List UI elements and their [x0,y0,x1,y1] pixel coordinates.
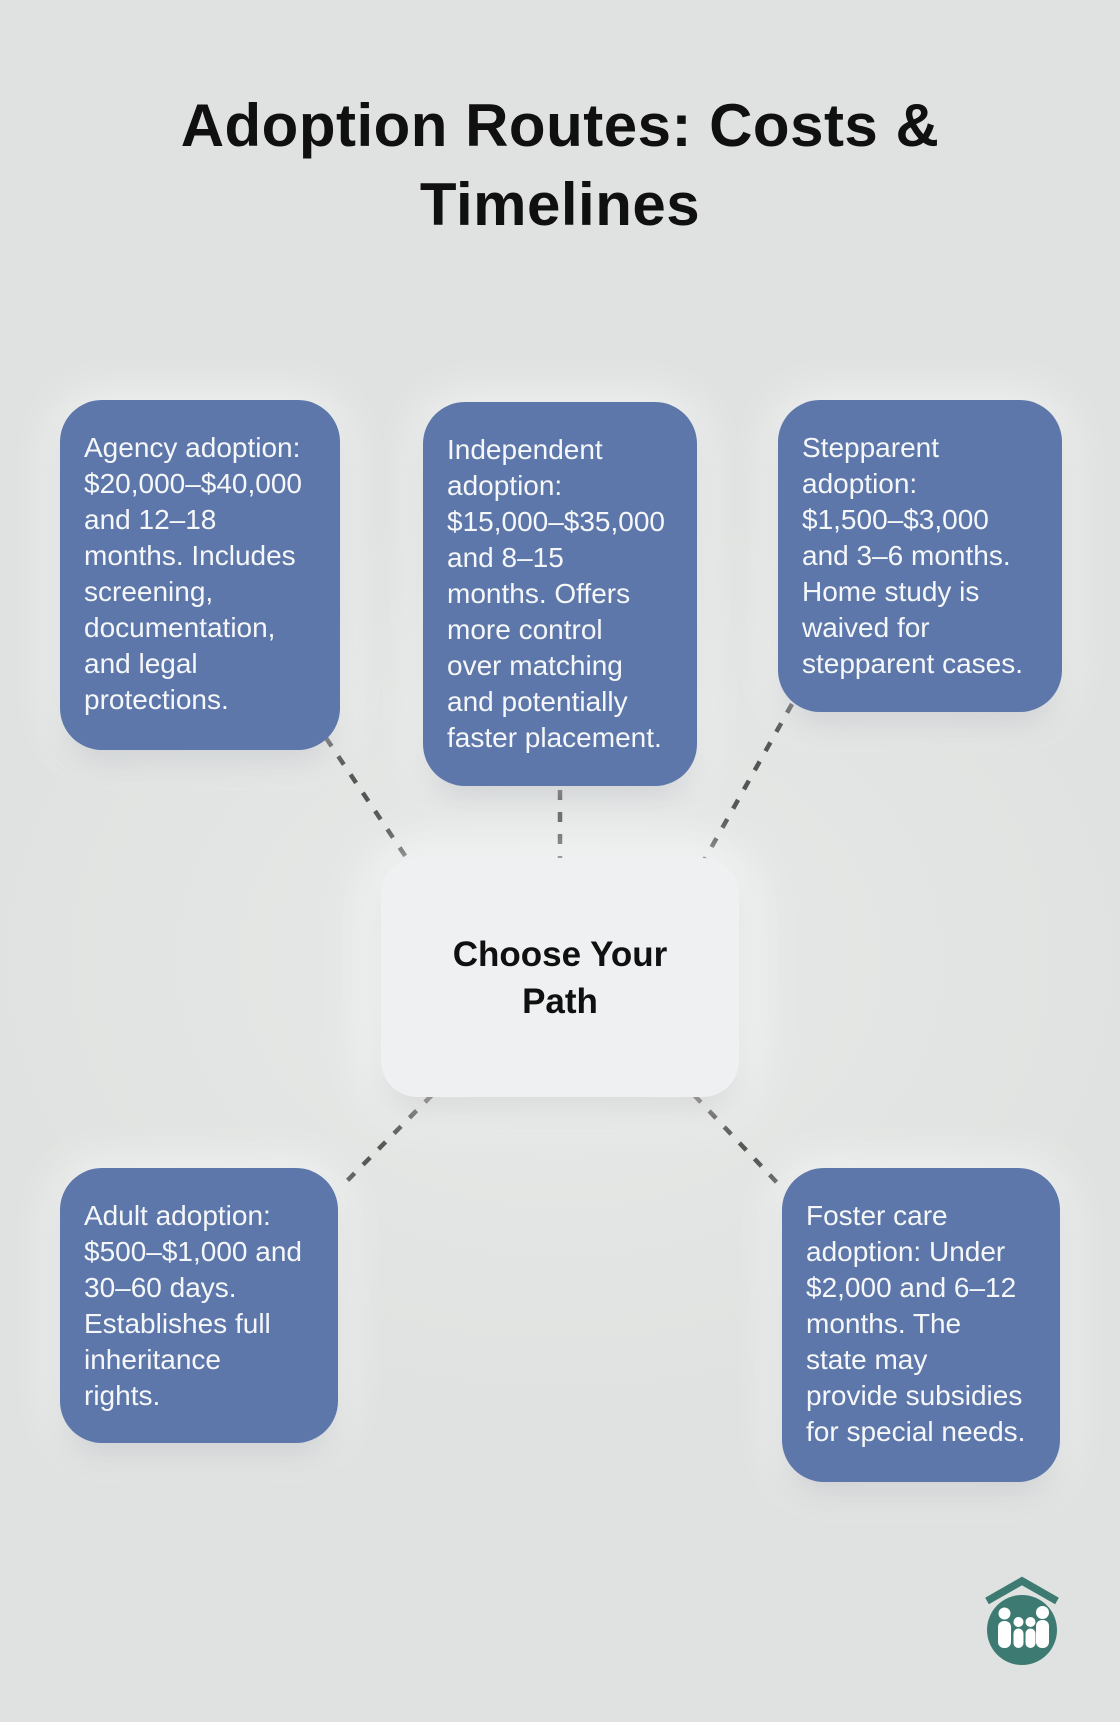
center-node-label: Choose Your Path [452,934,668,1021]
connector-stepparent-center [700,702,794,866]
center-node: Choose Your Path [381,858,739,1097]
node-agency-adoption: Agency adoption: $20,000–$40,000 and 12–… [60,400,340,750]
page-title: Adoption Routes: Costs & Timelines [180,92,940,238]
node-stepparent-adoption: Stepparent adoption: $1,500–$3,000 and 3… [778,400,1062,712]
connector-foster-center [692,1093,786,1192]
node-foster-care-adoption: Foster care adoption: Under $2,000 and 6… [782,1168,1060,1482]
node-independent-adoption-text: Independent adoption: $15,000–$35,000 an… [447,434,665,753]
connector-agency-center [324,736,414,868]
node-independent-adoption: Independent adoption: $15,000–$35,000 an… [423,402,697,786]
node-adult-adoption-text: Adult adoption: $500–$1,000 and 30–60 da… [84,1200,302,1411]
node-agency-adoption-text: Agency adoption: $20,000–$40,000 and 12–… [84,432,302,715]
node-adult-adoption: Adult adoption: $500–$1,000 and 30–60 da… [60,1168,338,1443]
connector-adult-center [338,1093,434,1190]
family-under-roof-logo-icon [985,1576,1059,1665]
node-stepparent-adoption-text: Stepparent adoption: $1,500–$3,000 and 3… [802,432,1024,679]
node-foster-care-adoption-text: Foster care adoption: Under $2,000 and 6… [806,1200,1026,1447]
